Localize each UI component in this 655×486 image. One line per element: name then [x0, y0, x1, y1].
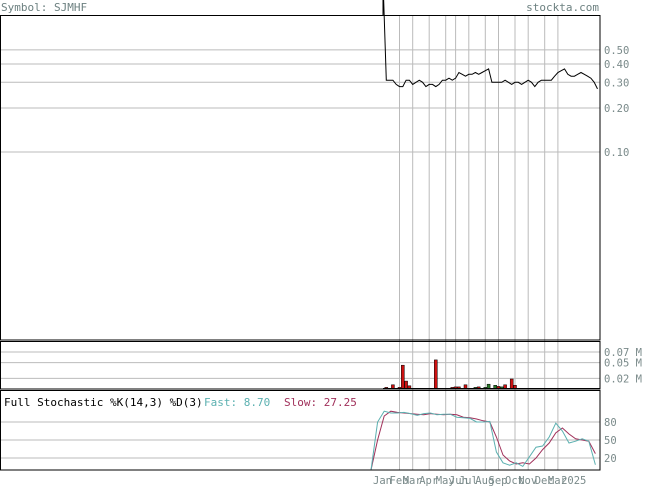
x-tick-label: Oct: [505, 475, 524, 486]
x-tick-label: 2025: [561, 475, 586, 486]
panel-frames: [0, 15, 601, 471]
x-tick-label: Feb: [390, 475, 409, 486]
x-tick-label: May: [436, 475, 455, 486]
price-tick-label: 0.10: [604, 147, 629, 159]
price-line: [382, 0, 598, 90]
price-frame: [0, 15, 601, 341]
symbol-label: Symbol: SJMHF: [1, 1, 87, 14]
site-label: stockta.com: [526, 1, 599, 14]
x-tick-label: Mar: [548, 475, 567, 486]
stochastic-title: Full Stochastic %K(14,3) %D(3): [4, 396, 203, 409]
volume-bar: [404, 380, 408, 390]
volume-bar: [509, 378, 514, 390]
volume-tick-label: 0.02 M: [604, 373, 642, 385]
price-tick-label: 0.40: [604, 59, 629, 71]
x-tick-label: Jun: [449, 475, 468, 486]
stochastic-tick-label: 20: [604, 453, 617, 465]
volume-frame: [0, 341, 601, 390]
volume-tick-label: 0.07 M: [604, 347, 642, 359]
price-tick-label: 0.30: [604, 77, 629, 89]
x-tick-label: Apr: [419, 475, 438, 486]
fast-line: [370, 410, 596, 471]
x-tick-label: Jul: [459, 475, 478, 486]
price-tick-label: 0.50: [604, 45, 629, 57]
stochastic-panel: [370, 410, 596, 471]
volume-tick-label: 0.05 M: [604, 358, 642, 370]
volume-bar: [434, 359, 438, 390]
stochastic-tick-label: 50: [604, 435, 617, 447]
x-tick-label: Jan: [373, 475, 392, 486]
x-tick-label: Dec: [535, 475, 554, 486]
x-tick-label: Mar: [403, 475, 422, 486]
x-tick-label: Nov: [518, 475, 537, 486]
stochastic-tick-label: 80: [604, 417, 617, 429]
stochastic-slow-label: Slow: 27.25: [284, 396, 357, 409]
x-tick-label: Aug: [475, 475, 494, 486]
price-tick-label: 0.20: [604, 103, 629, 115]
volume-bar: [401, 364, 405, 390]
price-panel: [382, 0, 598, 90]
axis-labels: 0.50 0.40 0.30 0.20 0.10 0.07 M0.05 M 0.02 M 80…: [373, 45, 642, 486]
stochastic-fast-label: Fast: 8.70: [204, 396, 270, 409]
stochastic-frame: [0, 390, 601, 471]
x-tick-label: Sep: [489, 475, 508, 486]
